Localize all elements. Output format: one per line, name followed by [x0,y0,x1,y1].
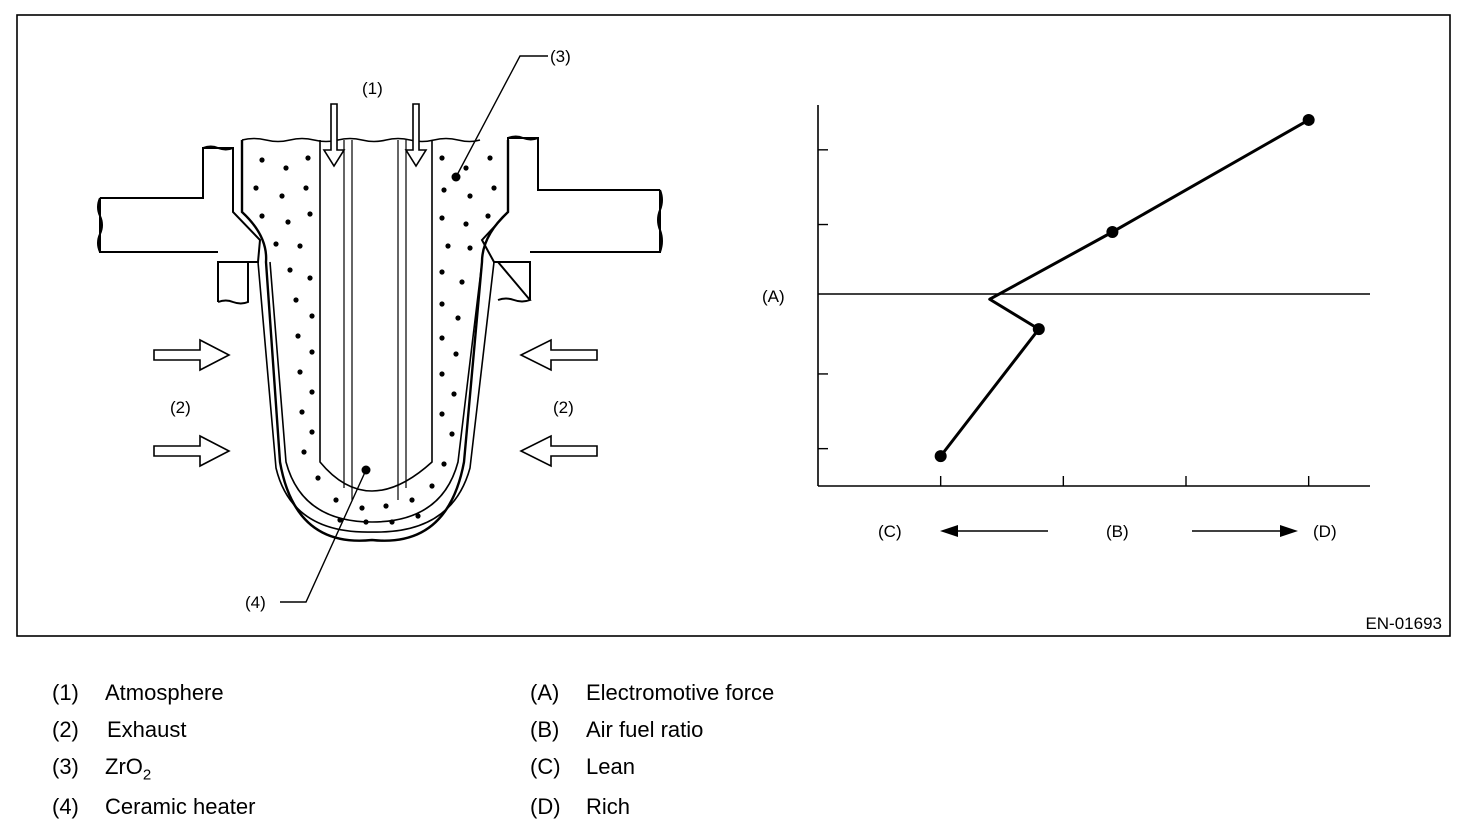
axis-a-label: (A) [762,287,785,306]
legend-number: (D) [530,794,561,819]
callout-4-label: (4) [245,593,266,612]
exhaust-arrows-left [153,338,231,468]
legend-text: Atmosphere [105,680,224,705]
callout-1-label: (1) [362,79,383,98]
emf-graph: (A) (C) (B) (D) [762,105,1370,541]
legend-number: (4) [52,794,79,819]
legend-text-main: ZrO [105,754,143,779]
graph-marks [934,113,1315,463]
callout-4-dot [361,465,371,475]
figure-code: EN-01693 [1365,614,1442,633]
legend-text: Lean [586,754,635,779]
legend-number: (2) [52,717,79,742]
graph-axes [817,105,1370,487]
atmosphere-arrow-left [322,103,346,168]
legend-text: Rich [586,794,631,819]
callout-3-dot [451,172,461,182]
legend-right: (A) Electromotive force (B) Air fuel rat… [530,680,950,830]
sensor-outer-body [240,140,510,542]
legend-number: (C) [530,754,561,779]
callout-2-left-label: (2) [170,398,191,417]
axis-d-label: (D) [1313,522,1337,541]
legend-text: ZrO2 [105,754,151,788]
axis-c-label: (C) [878,522,902,541]
legend-text: Electromotive force [586,680,775,705]
legend-number: (A) [530,680,560,705]
legend-number: (B) [530,717,560,742]
legend-text: Air fuel ratio [586,717,704,742]
legend-text-subscript: 2 [142,766,152,784]
sensor-diagram: (1) (3) (2) (2) (4) [97,47,663,612]
zro2-dots [253,155,497,525]
callout-2-right-label: (2) [553,398,574,417]
atmosphere-arrow-right [404,103,428,168]
data-point [934,450,947,463]
data-point [1302,113,1315,126]
graph-ticks [818,149,1310,486]
legend-text: Exhaust [107,717,187,742]
data-point [1106,226,1119,238]
legend-number: (1) [52,680,79,705]
leader-lines [280,55,548,603]
callout-3-label: (3) [550,47,571,66]
exhaust-arrows-right [519,338,598,468]
axis-b-label: (B) [1106,522,1129,541]
legend-left: (1) Atmosphere (2) Exhaust (3) ZrO2 (4) … [52,680,472,830]
legend-number: (3) [52,754,79,779]
heater-coating [257,261,495,533]
legend-text: Ceramic heater [105,794,256,819]
atmosphere-chamber [319,140,433,492]
pipe-wall-left [99,147,262,302]
emf-curve [939,118,1310,458]
lean-arrow [940,525,1048,537]
rich-arrow [1192,525,1298,537]
data-point [1032,323,1045,336]
figure-frame: (1) (3) (2) (2) (4) (A) (C) (B) (D) EN-0… [16,14,1451,637]
